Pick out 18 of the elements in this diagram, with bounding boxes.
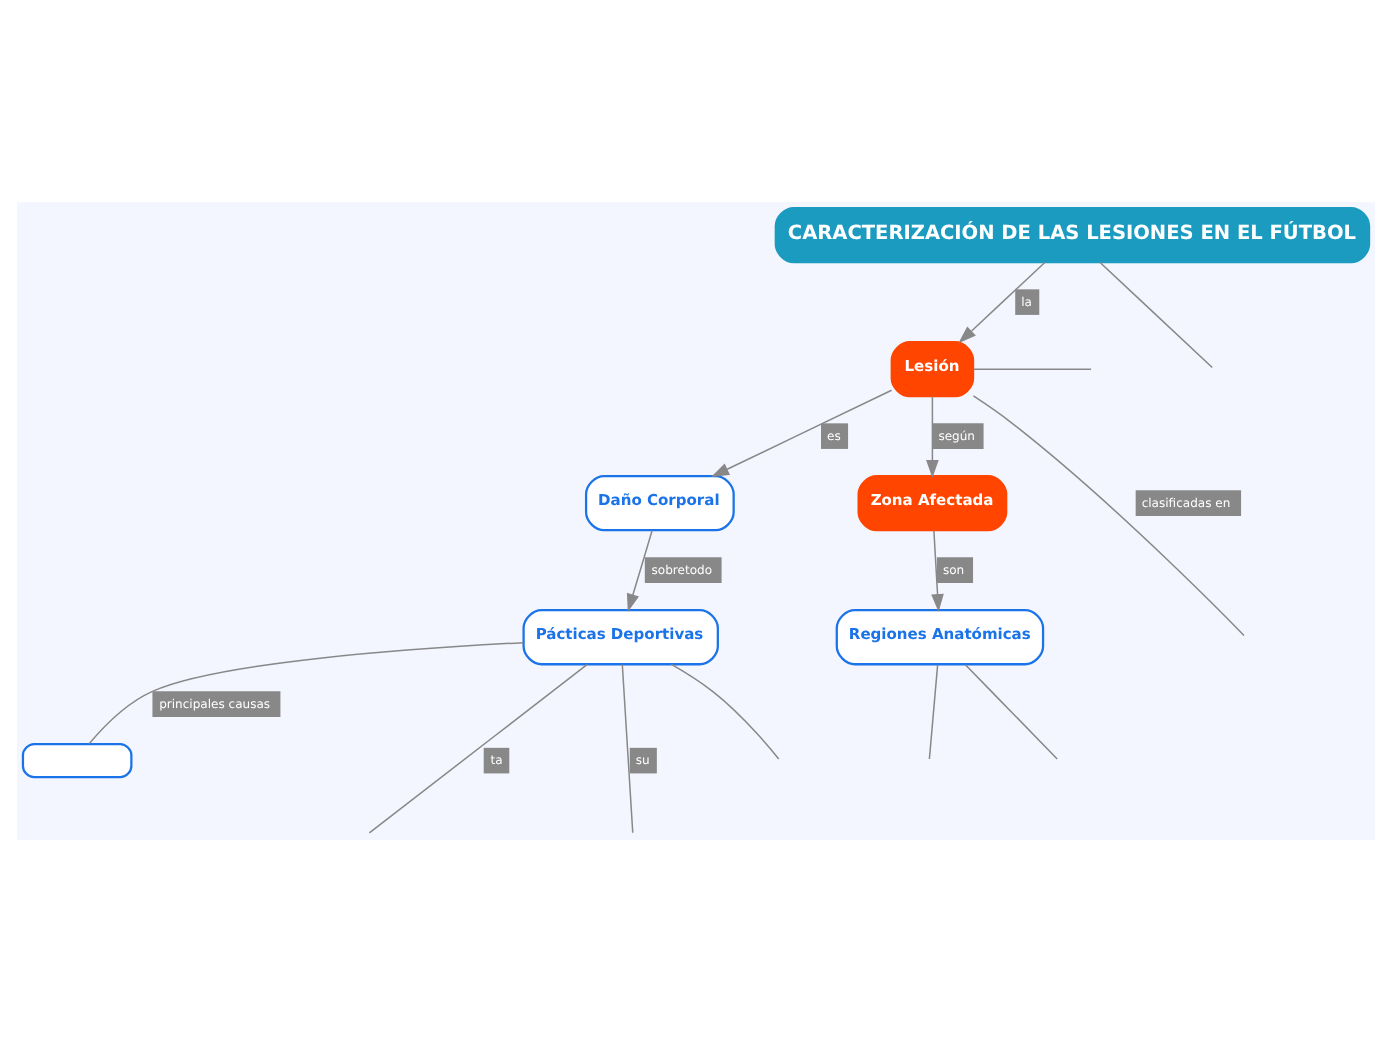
- arrow: [931, 528, 944, 612]
- node-box: Regiones Anatómicas: [835, 607, 1045, 665]
- arrow: [626, 528, 653, 611]
- node-box: [21, 741, 133, 778]
- node-box: Lesión: [890, 339, 975, 397]
- node-box: CARACTERIZACIÓN DE LAS LESIONES EN EL FÚTBOL: [774, 205, 1371, 263]
- connector: [928, 663, 939, 759]
- node-box: Daño Corporal: [584, 473, 735, 531]
- arrow: [711, 388, 893, 476]
- connector: [972, 367, 1092, 369]
- connector: [964, 663, 1058, 759]
- connector: [368, 662, 589, 833]
- node-box: Pácticas Deportivas: [522, 607, 719, 665]
- connector: [1099, 260, 1213, 368]
- connector: [621, 662, 634, 833]
- connector: [670, 662, 780, 759]
- node-box: Zona Afectada: [857, 473, 1008, 531]
- connector: [88, 640, 525, 744]
